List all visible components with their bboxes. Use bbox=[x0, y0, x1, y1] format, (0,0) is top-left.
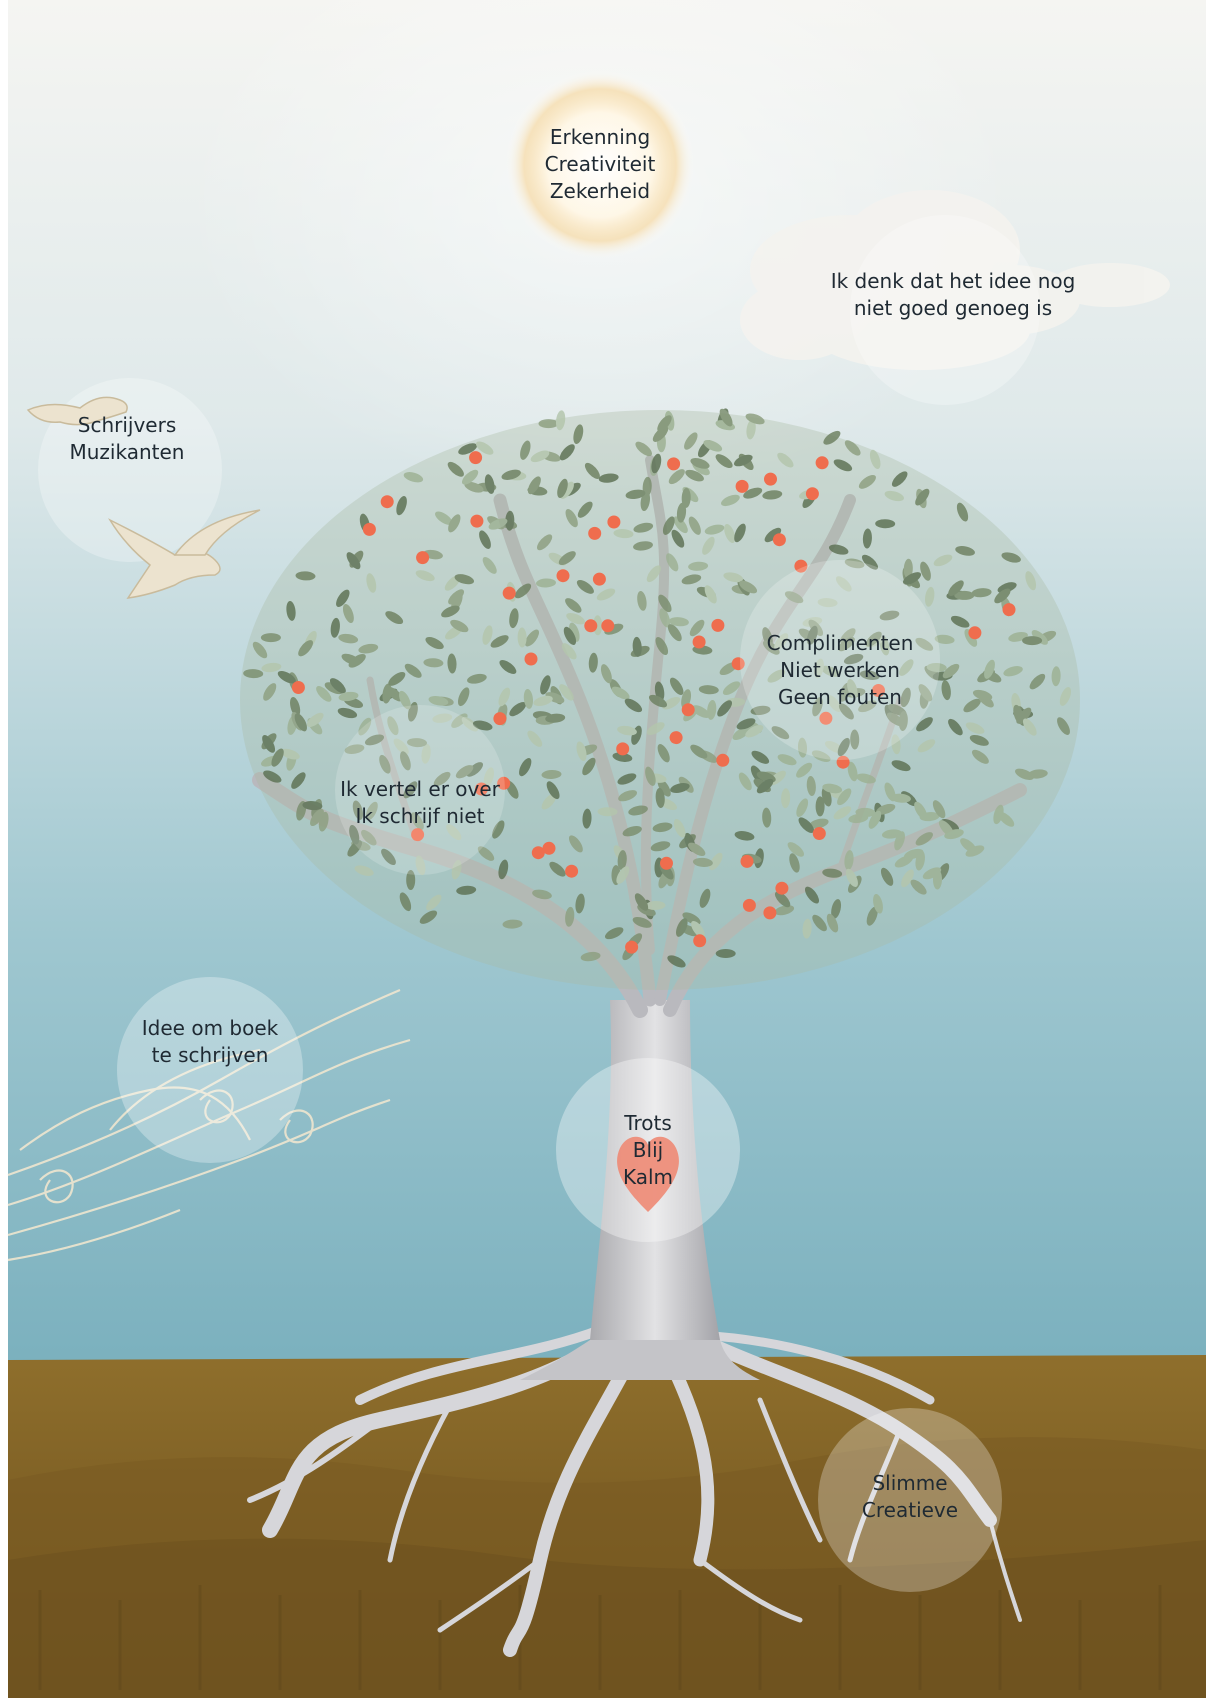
wind-label: Idee om boek te schrijven bbox=[110, 1015, 310, 1069]
leaf bbox=[716, 949, 736, 958]
fruit bbox=[607, 516, 620, 529]
fruit bbox=[693, 934, 706, 947]
fruit bbox=[469, 451, 482, 464]
fruit bbox=[716, 754, 729, 767]
canopy-right-label: Complimenten Niet werken Geen fouten bbox=[740, 630, 940, 711]
leaf bbox=[1022, 636, 1042, 645]
fruit bbox=[816, 456, 829, 469]
fruit bbox=[813, 827, 826, 840]
fruit bbox=[363, 523, 376, 536]
fruit bbox=[693, 636, 706, 649]
fruit bbox=[292, 681, 305, 694]
fruit bbox=[593, 573, 606, 586]
heart-label: Trots Blij Kalm bbox=[598, 1110, 698, 1191]
fruit bbox=[625, 941, 638, 954]
fruit bbox=[806, 487, 819, 500]
fruit bbox=[1003, 603, 1016, 616]
fruit bbox=[764, 473, 777, 486]
fruit bbox=[543, 842, 556, 855]
fruit bbox=[525, 653, 538, 666]
fruit bbox=[557, 569, 570, 582]
fruit bbox=[711, 619, 724, 632]
fruit bbox=[667, 457, 680, 470]
fruit bbox=[616, 742, 629, 755]
fruit bbox=[968, 626, 981, 639]
fruit bbox=[670, 731, 683, 744]
fruit bbox=[416, 551, 429, 564]
leaf bbox=[261, 633, 281, 642]
birds-label: Schrijvers Muzikanten bbox=[52, 412, 202, 466]
fruit bbox=[775, 882, 788, 895]
canopy-left-label: Ik vertel er over Ik schrijf niet bbox=[320, 776, 520, 830]
canopy bbox=[240, 407, 1080, 990]
fruit bbox=[741, 855, 754, 868]
fruit bbox=[584, 619, 597, 632]
wind-bubble bbox=[117, 977, 303, 1163]
fruit bbox=[381, 495, 394, 508]
fruit bbox=[470, 515, 483, 528]
fruit bbox=[503, 587, 516, 600]
cloud-label: Ik denk dat het idee nog niet goed genoe… bbox=[808, 268, 1098, 322]
fruit bbox=[565, 865, 578, 878]
fruit bbox=[660, 857, 673, 870]
fruit bbox=[588, 527, 601, 540]
roots-label: Slimme Creatieve bbox=[850, 1470, 970, 1524]
fruit bbox=[773, 533, 786, 546]
fruit bbox=[601, 619, 614, 632]
fruit bbox=[493, 712, 506, 725]
fruit bbox=[682, 703, 695, 716]
sun-label: Erkenning Creativiteit Zekerheid bbox=[530, 124, 670, 205]
fruit bbox=[736, 480, 749, 493]
fruit bbox=[763, 906, 776, 919]
leaf bbox=[539, 419, 559, 428]
fruit bbox=[743, 899, 756, 912]
